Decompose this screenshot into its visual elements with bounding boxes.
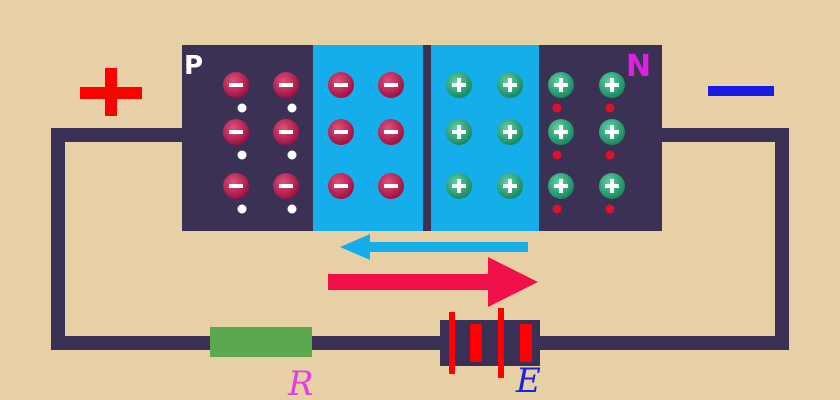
negative-ion-icon	[378, 173, 404, 199]
hole-icon	[287, 204, 297, 214]
hole-icon	[287, 103, 297, 113]
negative-ion-icon	[223, 173, 249, 199]
negative-ion-icon	[273, 119, 299, 145]
resistor	[210, 327, 312, 357]
negative-ion-icon	[223, 119, 249, 145]
electron-icon	[605, 103, 615, 113]
negative-ion-icon	[378, 119, 404, 145]
hole-icon	[287, 150, 297, 160]
p-region-label: P	[184, 51, 203, 81]
positive-ion-icon	[599, 119, 625, 145]
electron-icon	[552, 204, 562, 214]
positive-ion-icon	[548, 72, 574, 98]
electron-icon	[552, 103, 562, 113]
n-region-label: N	[626, 49, 651, 84]
positive-ion-icon	[497, 173, 523, 199]
charge-carriers	[223, 72, 625, 214]
positive-ion-icon	[497, 72, 523, 98]
negative-ion-icon	[328, 119, 354, 145]
resistor-label: R	[287, 364, 314, 400]
positive-ion-icon	[548, 119, 574, 145]
battery-label: E	[515, 361, 541, 400]
positive-ion-icon	[446, 119, 472, 145]
forward-current-arrow-icon	[328, 257, 538, 307]
positive-ion-icon	[497, 119, 523, 145]
circuit-wire	[51, 128, 789, 350]
negative-ion-icon	[378, 72, 404, 98]
battery-icon	[440, 308, 540, 378]
positive-terminal-icon	[80, 68, 142, 116]
hole-icon	[237, 103, 247, 113]
positive-ion-icon	[446, 72, 472, 98]
negative-ion-icon	[273, 72, 299, 98]
reverse-current-arrow-icon	[340, 234, 528, 260]
electron-icon	[552, 150, 562, 160]
negative-ion-icon	[223, 72, 249, 98]
electron-icon	[605, 204, 615, 214]
positive-ion-icon	[548, 173, 574, 199]
negative-ion-icon	[328, 72, 354, 98]
negative-terminal-icon	[708, 86, 774, 96]
junction-line	[423, 45, 431, 231]
positive-ion-icon	[446, 173, 472, 199]
positive-ion-icon	[599, 72, 625, 98]
positive-ion-icon	[599, 173, 625, 199]
hole-icon	[237, 150, 247, 160]
hole-icon	[237, 204, 247, 214]
negative-ion-icon	[328, 173, 354, 199]
negative-ion-icon	[273, 173, 299, 199]
electron-icon	[605, 150, 615, 160]
